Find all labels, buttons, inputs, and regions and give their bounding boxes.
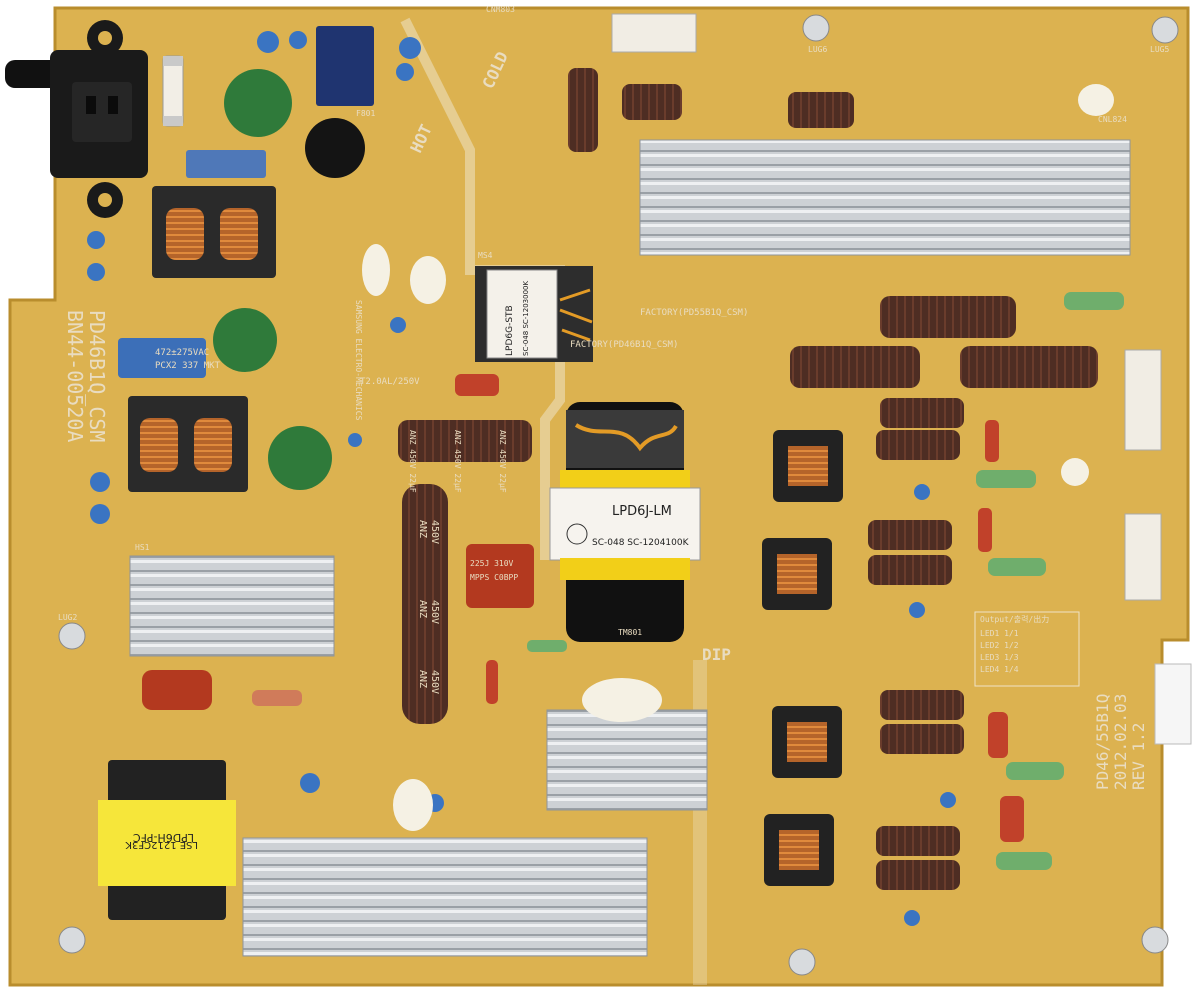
- connector-side-sticker: [1154, 663, 1192, 745]
- film-capacitor: 225J 310V MPPS C0BPP: [466, 544, 534, 608]
- varistor: [224, 69, 292, 137]
- svg-text:ANZ: ANZ: [417, 600, 428, 618]
- svg-text:Output/출력/出力: Output/출력/出力: [980, 614, 1049, 624]
- heatsink-bottom: [242, 837, 648, 957]
- svg-text:LED1 1/1: LED1 1/1: [980, 629, 1019, 638]
- standby-transformer-label-1: LPD6G-STB: [505, 305, 515, 356]
- small-bulk-capacitors: ANZ 450V 22µF ANZ 450V 22µF ANZ 450V 22µ…: [398, 420, 532, 493]
- rev-line-3: REV 1.2: [1129, 723, 1148, 790]
- ac-inlet-connector: [5, 20, 148, 218]
- rev-line-2: 2012.02.03: [1111, 694, 1130, 790]
- svg-text:MS4: MS4: [478, 251, 493, 260]
- common-mode-choke-top: [152, 186, 276, 278]
- svg-text:450V: 450V: [429, 600, 440, 624]
- maker-label: SAMSUNG ELECTRO-MECHANICS: [354, 300, 363, 421]
- svg-text:LUG6: LUG6: [808, 45, 827, 54]
- svg-text:LED3 1/3: LED3 1/3: [980, 653, 1019, 662]
- svg-text:CNL824: CNL824: [1098, 115, 1127, 124]
- svg-text:HS1: HS1: [135, 543, 150, 552]
- svg-text:ANZ 450V 22µF: ANZ 450V 22µF: [408, 430, 417, 493]
- board-model-line-2: BN44-00520A: [63, 310, 87, 442]
- heatsink-bottom-center: [546, 709, 708, 811]
- resistor-red: [455, 374, 499, 396]
- rev-line-1: PD46/55B1Q: [1093, 694, 1112, 790]
- svg-text:ANZ 450V 22µF: ANZ 450V 22µF: [453, 430, 462, 493]
- fuse: [162, 55, 184, 127]
- svg-text:LUG5: LUG5: [1150, 45, 1169, 54]
- standby-transformer-label-2: SC-048 SC-1203000K: [522, 281, 530, 356]
- svg-text:450V: 450V: [429, 520, 440, 544]
- svg-text:LUG2: LUG2: [58, 613, 77, 622]
- fuse-rating: T2.0AL/250V: [360, 377, 420, 387]
- thermistor: [305, 118, 365, 178]
- dip-label: DIP: [702, 645, 731, 664]
- heatsink-top-right: [639, 139, 1131, 256]
- x-cap-label-1: 472±275VAC: [155, 348, 209, 358]
- pfc-transformer-label-2: LSE 1212CF3K: [125, 839, 198, 850]
- main-transformer-label-2: SC-048 SC-1204100K: [592, 538, 690, 548]
- x-capacitor-red: [142, 670, 212, 710]
- factory-label-2: FACTORY(PD46B1Q_CSM): [570, 340, 678, 350]
- x-capacitor-large: [118, 338, 206, 378]
- main-transformer: LPD6J-LM SC-048 SC-1204100K: [549, 402, 701, 642]
- svg-text:MPPS C0BPP: MPPS C0BPP: [470, 573, 518, 582]
- x-cap-label-2: PCX2 337 MKT: [155, 361, 221, 371]
- pfc-transformer: LPD6H-PFC LSE 1212CF3K: [98, 760, 236, 920]
- svg-text:LED4 1/4: LED4 1/4: [980, 665, 1019, 674]
- relay: [316, 26, 374, 106]
- bulk-capacitor: ANZ 450V ANZ 450V ANZ 450V: [402, 484, 448, 724]
- svg-text:F801: F801: [356, 109, 375, 118]
- varistor: [213, 308, 277, 372]
- white-components: [362, 84, 1114, 831]
- x-capacitor: [186, 150, 266, 178]
- main-transformer-label-1: LPD6J-LM: [612, 504, 672, 519]
- heatsink-pfc-left: [129, 555, 335, 657]
- svg-text:ANZ 450V 22µF: ANZ 450V 22µF: [498, 430, 507, 493]
- varistor: [268, 426, 332, 490]
- pfc-transformer-label-1: LPD6H-PFC: [133, 831, 194, 844]
- mounting-lugs: [58, 14, 1179, 976]
- board-model-line-1: PD46B1Q_CSM: [85, 310, 109, 442]
- svg-text:TM801: TM801: [618, 628, 642, 637]
- red-resistors: [486, 420, 1024, 842]
- banded-resistors: [252, 292, 1124, 870]
- secondary-electrolytics: [568, 68, 1098, 890]
- connector-right-1: [1124, 349, 1162, 451]
- common-mode-choke-bottom: [128, 396, 248, 492]
- standby-transformer: LPD6G-STB SC-048 SC-1203000K: [475, 266, 593, 362]
- svg-text:225J 310V: 225J 310V: [470, 559, 514, 568]
- connector-right-2: [1124, 513, 1162, 601]
- factory-label-1: FACTORY(PD55B1Q_CSM): [640, 308, 748, 318]
- bulk-cap-text: ANZ: [417, 520, 428, 538]
- svg-text:ANZ: ANZ: [417, 670, 428, 688]
- svg-text:LED2 1/2: LED2 1/2: [980, 641, 1019, 650]
- svg-text:450V: 450V: [429, 670, 440, 694]
- connector-cn801: [611, 13, 697, 53]
- output-table: Output/출력/出力 LED1 1/1 LED2 1/2 LED3 1/3 …: [974, 611, 1080, 687]
- boost-inductors: [762, 430, 843, 886]
- ceramic-caps: [87, 31, 956, 926]
- svg-text:CNM803: CNM803: [486, 5, 515, 14]
